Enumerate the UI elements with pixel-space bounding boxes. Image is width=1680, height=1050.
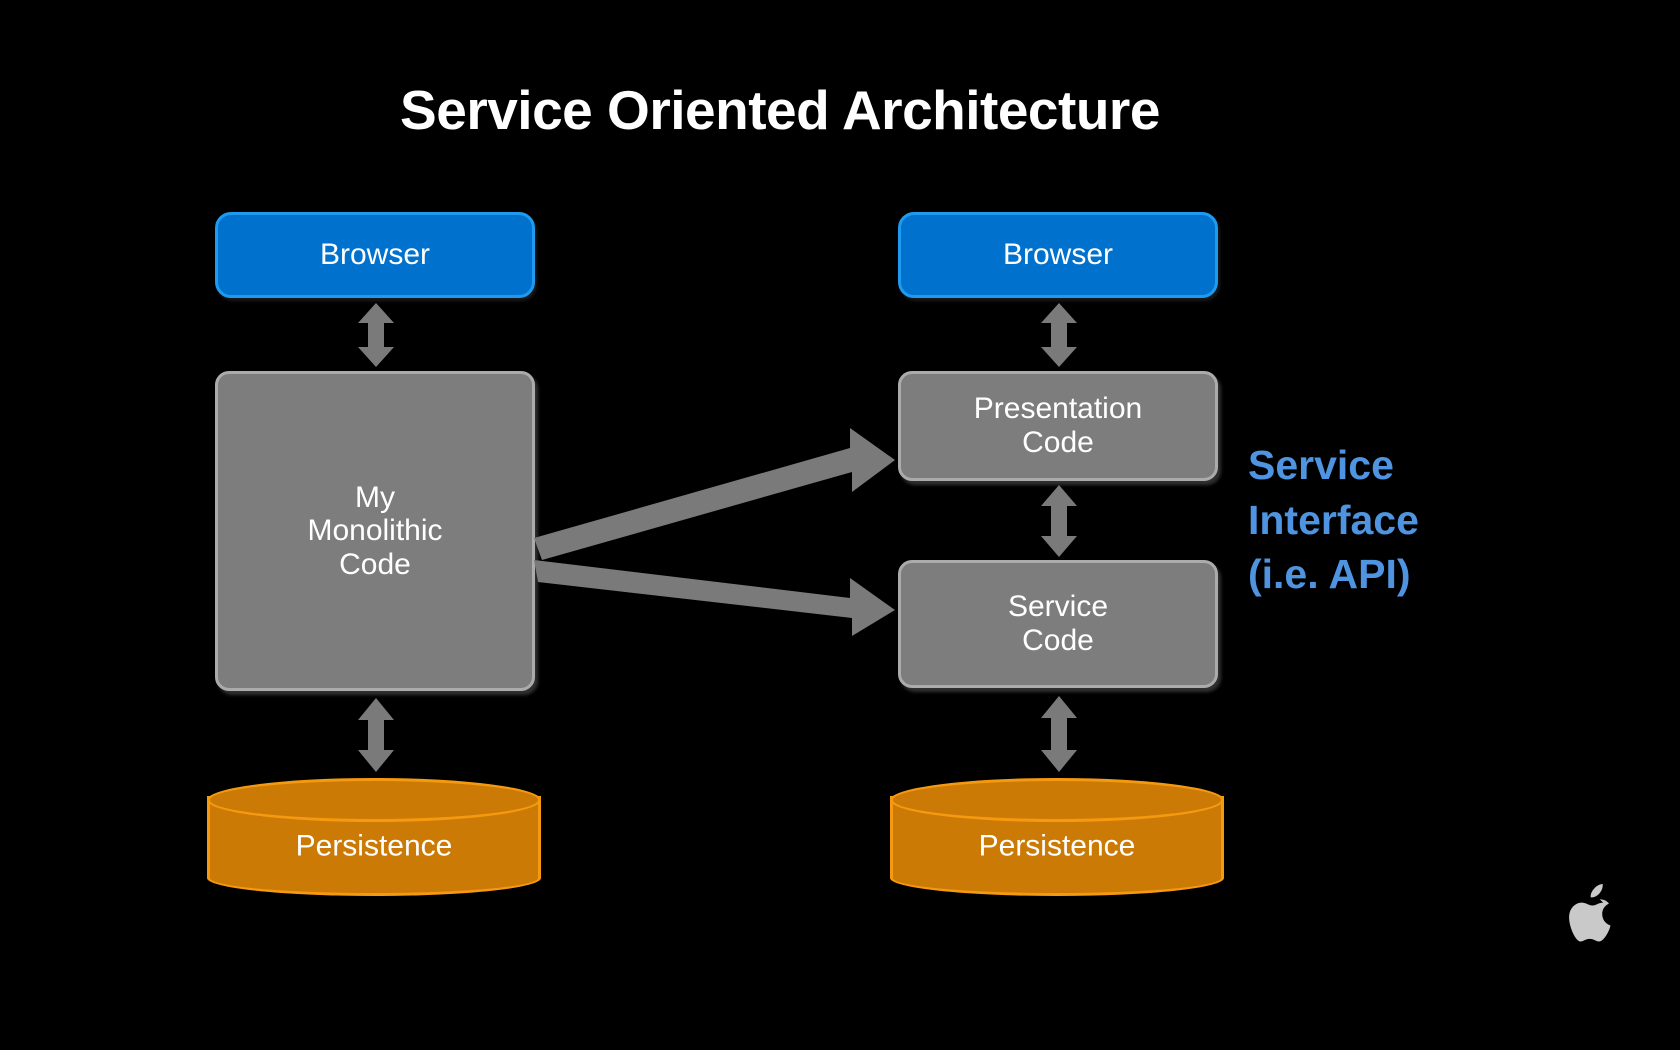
presentation-code-box[interactable]: Presentation Code bbox=[898, 371, 1218, 481]
left-browser-label: Browser bbox=[319, 238, 431, 272]
page-title: Service Oriented Architecture bbox=[400, 79, 1160, 141]
arrow-right-browser-presentation bbox=[1037, 303, 1081, 367]
arrow-service-persistence bbox=[1037, 696, 1081, 772]
monolithic-code-box[interactable]: My Monolithic Code bbox=[215, 371, 535, 691]
right-persistence-cylinder[interactable]: Persistence bbox=[890, 778, 1224, 896]
left-persistence-cylinder[interactable]: Persistence bbox=[207, 778, 541, 896]
service-code-box[interactable]: Service Code bbox=[898, 560, 1218, 688]
cylinder-top-ellipse bbox=[890, 778, 1224, 822]
split-arrow-monolith-to-services bbox=[520, 420, 920, 645]
apple-logo-icon bbox=[1556, 884, 1618, 961]
service-code-label: Service Code bbox=[1007, 590, 1109, 657]
arrow-presentation-service bbox=[1037, 485, 1081, 557]
right-browser-label: Browser bbox=[1002, 238, 1114, 272]
right-persistence-label: Persistence bbox=[978, 829, 1136, 863]
cylinder-top-ellipse bbox=[207, 778, 541, 822]
monolithic-code-label: My Monolithic Code bbox=[307, 480, 443, 581]
left-browser-box[interactable]: Browser bbox=[215, 212, 535, 298]
arrow-left-monolith-persistence bbox=[354, 698, 398, 772]
left-persistence-label: Persistence bbox=[295, 829, 453, 863]
right-browser-box[interactable]: Browser bbox=[898, 212, 1218, 298]
presentation-code-label: Presentation Code bbox=[973, 392, 1143, 459]
service-interface-caption: Service Interface (i.e. API) bbox=[1248, 442, 1419, 598]
arrow-left-browser-monolith bbox=[354, 303, 398, 367]
